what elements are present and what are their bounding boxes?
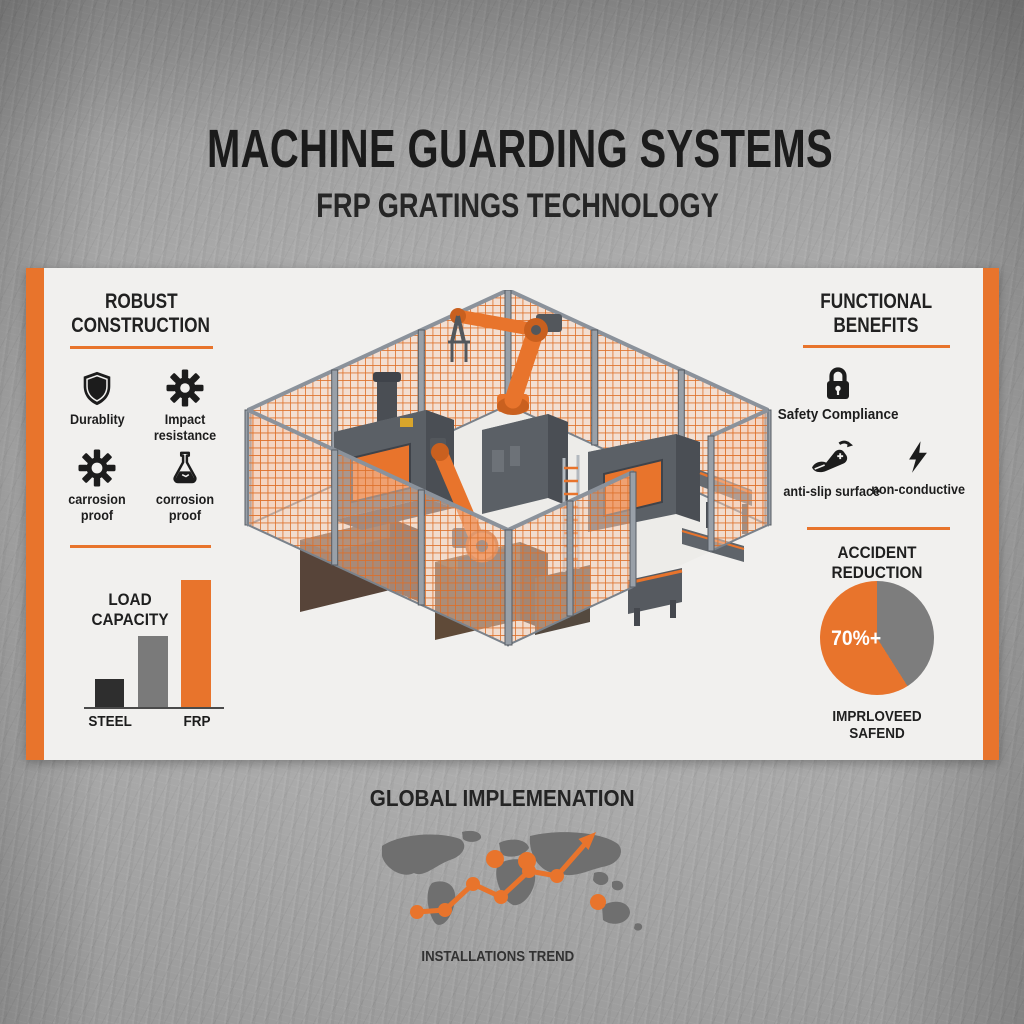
feature-label: anti-slip surface (783, 483, 881, 499)
fence-wall-back-right (507, 290, 769, 527)
accident-pie (820, 581, 934, 695)
machine-guarding-illustration (244, 290, 772, 647)
feature-label: non-conductive (871, 481, 965, 497)
shield-icon (83, 371, 111, 406)
feature-durability: Durablity (57, 366, 137, 427)
feature-corrosion-proof-1: carrosion proof (57, 446, 137, 523)
divider (807, 527, 950, 530)
bar-mid (138, 636, 168, 708)
gear-icon (57, 446, 137, 488)
feature-safety-compliance: Safety Compliance (770, 362, 906, 423)
feature-label: Safety Compliance (777, 406, 899, 423)
divider (70, 346, 213, 349)
world-map (382, 830, 643, 931)
feature-label: carrosion proof (68, 491, 126, 523)
global-implementation-title: GLOBAL IMPLEMENATION (369, 785, 635, 811)
page-subtitle: FRP GRATINGS TECHNOLOGY (316, 187, 720, 225)
gear-icon (166, 369, 204, 407)
load-capacity-title: LOAD CAPACITY (91, 590, 169, 629)
conveyor-front (627, 568, 683, 626)
boot-icon (768, 438, 896, 480)
pie-caption: IMPRLOVEED SAFEND (832, 708, 922, 742)
shield-icon (57, 366, 137, 408)
lock-icon (827, 367, 849, 399)
pie-slice-label: 70%+ (831, 627, 881, 650)
feature-impact-resistance: Impact resistance (140, 366, 230, 443)
lightning-icon (862, 436, 974, 478)
lock-icon (770, 362, 906, 404)
divider (70, 545, 211, 548)
feature-label: corrosion proof (155, 491, 215, 523)
feature-non-conductive: non-conductive (862, 436, 974, 497)
bar-frp (181, 580, 211, 708)
gear-icon (140, 366, 230, 408)
feature-anti-slip: anti-slip surface (768, 438, 896, 499)
flask-icon (173, 451, 197, 484)
bar-steel (95, 679, 124, 708)
accident-reduction-title: ACCIDENT REDUCTION (831, 543, 923, 582)
lightning-icon (909, 441, 927, 473)
installations-trend-line (410, 832, 606, 919)
right-column-header: FUNCTIONAL BENEFITS (820, 290, 932, 337)
page-title: MACHINE GUARDING SYSTEMS (206, 119, 834, 179)
feature-label: Durablity (69, 411, 125, 427)
feature-corrosion-proof-2: corrosion proof (140, 446, 230, 523)
left-column-header: ROBUST CONSTRUCTION (71, 290, 211, 337)
bar-label-steel: STEEL (88, 713, 132, 730)
bar-label-frp: FRP (183, 713, 211, 730)
gear-icon (78, 449, 116, 487)
divider (803, 345, 950, 348)
flask-icon (140, 446, 230, 488)
trend-arrowhead (578, 832, 596, 850)
bar-chart-axis (84, 707, 224, 709)
installations-trend-label: INSTALLATIONS TREND (421, 948, 575, 965)
boot-icon (812, 440, 853, 473)
feature-label: Impact resistance (153, 411, 217, 443)
